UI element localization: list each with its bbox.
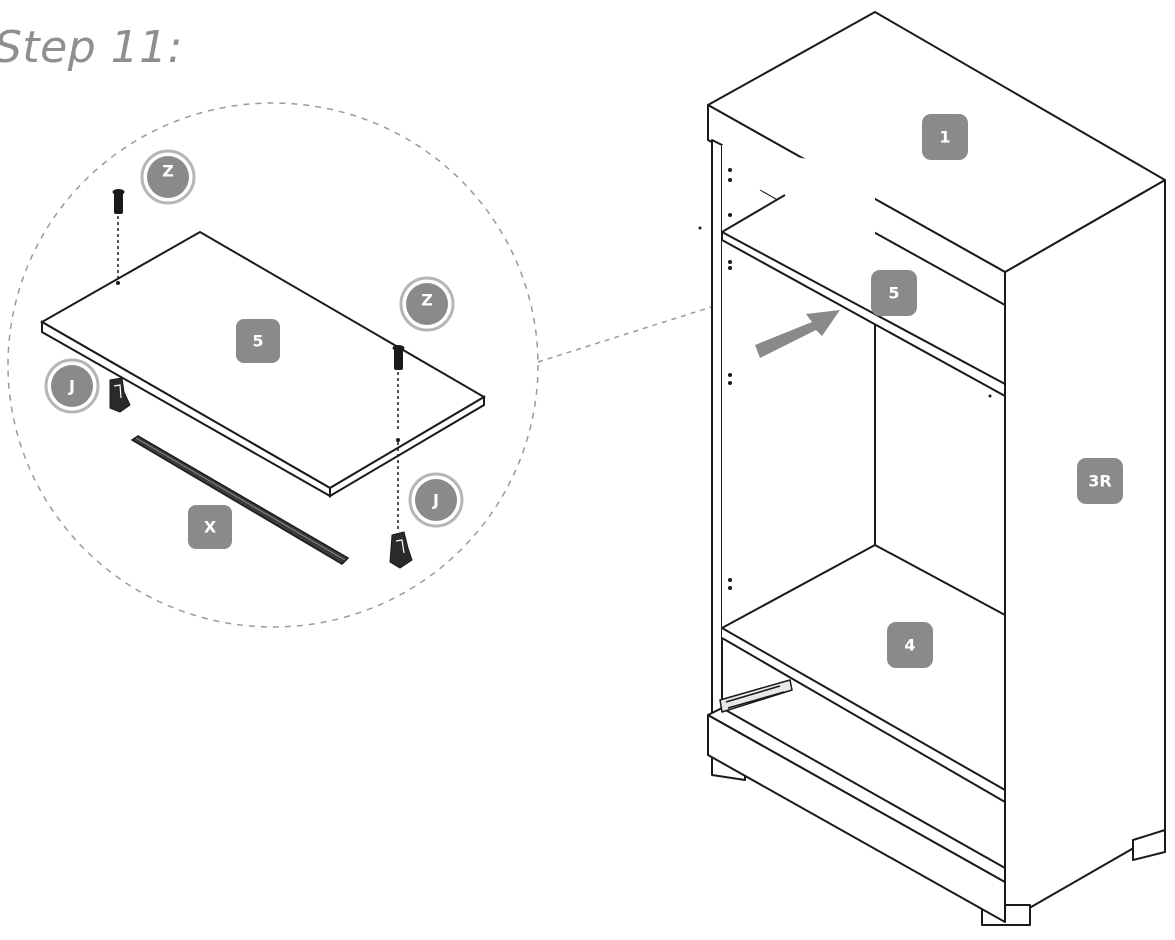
side-panel-3r bbox=[1004, 179, 1166, 923]
detail-view: Z Z J J 5 X bbox=[7, 102, 791, 628]
badge-screw-left: Z bbox=[140, 149, 196, 205]
base-top bbox=[707, 707, 1006, 883]
shelf-pin-holes bbox=[698, 168, 992, 590]
screw-left bbox=[112, 189, 125, 285]
foot-right-back bbox=[1132, 829, 1166, 861]
badge-top-panel: 1 bbox=[922, 114, 968, 160]
badge-upper-shelf: 5 bbox=[871, 270, 917, 316]
left-side-edge bbox=[711, 139, 723, 719]
badge-rod-label: X bbox=[204, 518, 217, 537]
bottom-shelf bbox=[722, 545, 1005, 793]
badge-upper-shelf-label: 5 bbox=[888, 284, 899, 303]
badge-clip-right: J bbox=[408, 472, 464, 528]
badge-screw-left-label: Z bbox=[162, 162, 174, 181]
screw-right bbox=[392, 345, 405, 530]
detail-circle bbox=[7, 102, 539, 628]
badge-screw-right-label: Z bbox=[421, 291, 433, 310]
hanging-rod bbox=[130, 435, 350, 565]
clip-left bbox=[109, 377, 131, 413]
clip-right bbox=[389, 531, 413, 569]
step-title: Step 11: bbox=[0, 22, 183, 73]
badge-clip-left: J bbox=[44, 358, 100, 414]
badge-rod: X bbox=[188, 505, 232, 549]
badge-bottom-shelf-label: 4 bbox=[904, 636, 915, 655]
upper-shelf bbox=[722, 195, 1005, 384]
badge-side-panel-label: 3R bbox=[1088, 472, 1111, 491]
badge-side-panel: 3R bbox=[1077, 458, 1123, 504]
badge-panel: 5 bbox=[236, 319, 280, 363]
badge-top-panel-label: 1 bbox=[939, 128, 950, 147]
insert-direction-arrow bbox=[755, 310, 840, 358]
drawer-slide bbox=[719, 679, 793, 713]
badge-screw-right: Z bbox=[399, 276, 455, 332]
shelf-panel bbox=[39, 230, 486, 498]
badge-clip-right-label: J bbox=[432, 491, 439, 510]
badge-bottom-shelf: 4 bbox=[887, 622, 933, 668]
badge-clip-left-label: J bbox=[68, 377, 75, 396]
badge-panel-label: 5 bbox=[252, 332, 263, 351]
